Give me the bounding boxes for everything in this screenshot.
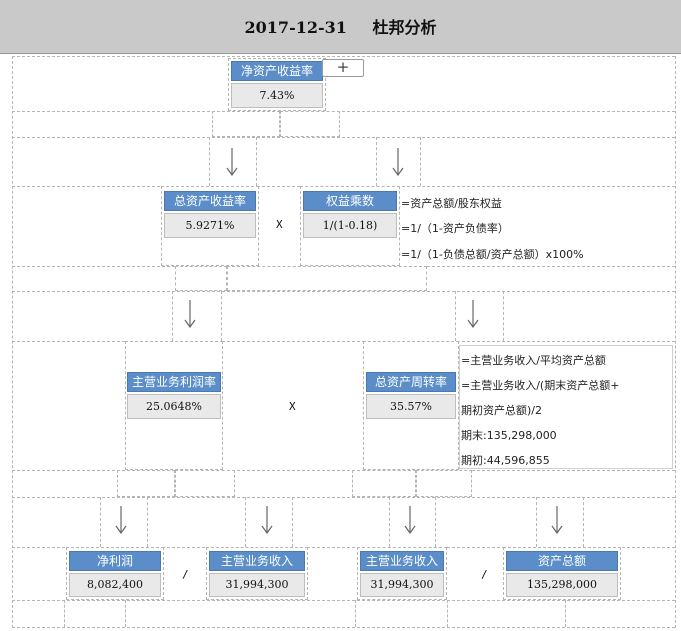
grid-line (209, 137, 210, 186)
grid-line (221, 291, 222, 341)
grid-line (435, 497, 436, 547)
grid-line (292, 497, 293, 547)
grid-line (125, 600, 126, 627)
divide-operator: / (182, 568, 189, 581)
connector-cell (175, 266, 227, 291)
grid-line (256, 137, 257, 186)
grid-line (455, 291, 456, 341)
grid-line (100, 497, 101, 547)
multiplier-note: =资产总额/股东权益 (401, 197, 502, 210)
down-arrow-icon (467, 300, 479, 328)
total-assets-label: 资产总额 (506, 551, 618, 571)
revenue-right-label: 主营业务收入 (360, 551, 444, 571)
grid-line (376, 137, 377, 186)
turnover-label: 总资产周转率 (366, 372, 456, 392)
connector-cell (175, 470, 235, 497)
multiply-operator: X (276, 218, 283, 231)
report-title: 杜邦分析 (372, 18, 437, 37)
margin-value: 25.0648% (127, 394, 221, 419)
turnover-note: =主营业务收入/平均资产总额 (461, 354, 606, 367)
down-arrow-icon (115, 506, 127, 534)
turnover-note: 期初:44,596,855 (461, 454, 550, 467)
multiply-operator: X (289, 400, 296, 413)
revenue-right-value: 31,994,300 (360, 573, 444, 597)
turnover-value: 35.57% (366, 394, 456, 419)
connector-cell (280, 111, 340, 137)
grid-line (420, 137, 421, 186)
connector-cell (352, 470, 416, 497)
grid-line (12, 627, 675, 628)
grid-line (389, 497, 390, 547)
grid-line (12, 547, 675, 548)
down-arrow-icon (551, 506, 563, 534)
title-bar (0, 0, 681, 54)
grid-line (503, 291, 504, 341)
turnover-note: 期末:135,298,000 (461, 429, 557, 442)
down-arrow-icon (226, 148, 238, 176)
connector-cell (117, 470, 175, 497)
multiplier-value: 1/(1-0.18) (303, 213, 397, 238)
grid-line (12, 291, 675, 292)
grid-line (172, 291, 173, 341)
grid-line (355, 600, 356, 627)
grid-line (675, 56, 676, 628)
turnover-notes-box (459, 345, 673, 469)
roa-value: 5.9271% (164, 213, 256, 238)
total-assets-value: 135,298,000 (506, 573, 618, 597)
revenue-left-value: 31,994,300 (209, 573, 305, 597)
down-arrow-icon (392, 148, 404, 176)
grid-line (12, 137, 675, 138)
roa-label: 总资产收益率 (164, 191, 256, 211)
grid-line (12, 470, 675, 471)
multiplier-note: =1/（1-负债总额/资产总额）x100% (401, 248, 584, 261)
connector-cell (416, 470, 472, 497)
down-arrow-icon (404, 506, 416, 534)
grid-line (12, 111, 675, 112)
grid-line (536, 497, 537, 547)
grid-line (12, 341, 675, 342)
net-profit-value: 8,082,400 (69, 573, 161, 597)
turnover-note: 期初资产总额)/2 (461, 404, 542, 417)
connector-cell (212, 111, 280, 137)
add-button[interactable]: + (322, 59, 364, 77)
multiplier-note: =1/（1-资产负债率） (401, 222, 509, 235)
grid-line (147, 497, 148, 547)
grid-line (245, 497, 246, 547)
grid-line (12, 56, 675, 57)
roe-value: 7.43% (231, 83, 323, 108)
down-arrow-icon (184, 300, 196, 328)
grid-line (12, 56, 13, 628)
grid-line (64, 600, 65, 627)
connector-cell (227, 266, 427, 291)
multiplier-label: 权益乘数 (303, 191, 397, 211)
margin-label: 主营业务利润率 (127, 372, 221, 392)
down-arrow-icon (261, 506, 273, 534)
revenue-left-label: 主营业务收入 (209, 551, 305, 571)
turnover-note: =主营业务收入/(期末资产总额+ (461, 379, 620, 392)
grid-line (447, 600, 448, 627)
grid-line (12, 600, 675, 601)
net-profit-label: 净利润 (69, 551, 161, 571)
grid-line (583, 497, 584, 547)
grid-line (565, 600, 566, 627)
page-title: 2017-12-31 杜邦分析 (0, 0, 681, 54)
roe-label: 净资产收益率 (231, 61, 323, 81)
divide-operator: / (481, 568, 488, 581)
grid-line (12, 497, 675, 498)
report-date: 2017-12-31 (244, 18, 347, 37)
